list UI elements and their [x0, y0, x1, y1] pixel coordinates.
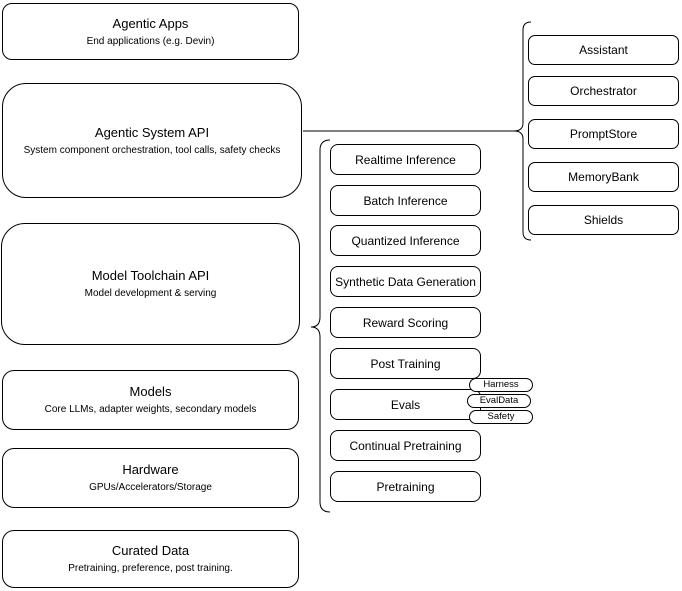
node-label: PromptStore [569, 127, 638, 141]
node-label: Continual Pretraining [349, 438, 462, 453]
node-agentic-apps: Agentic Apps End applications (e.g. Devi… [2, 3, 299, 60]
node-subtitle: GPUs/Accelerators/Storage [89, 482, 212, 493]
toolchain-brace [310, 139, 331, 513]
node-model-toolchain-api: Model Toolchain API Model development & … [1, 223, 300, 345]
node-memorybank: MemoryBank [528, 162, 679, 192]
node-title: Agentic Apps [112, 15, 189, 31]
node-realtime-inference: Realtime Inference [330, 144, 481, 175]
node-curated-data: Curated Data Pretraining, preference, po… [2, 530, 299, 588]
tag-label: Harness [483, 379, 519, 390]
node-evals: Evals [330, 389, 481, 420]
node-title: Models [129, 384, 172, 399]
node-subtitle: Pretraining, preference, post training. [68, 563, 233, 574]
node-label: Assistant [579, 43, 628, 57]
node-continual-pretraining: Continual Pretraining [330, 430, 481, 461]
node-hardware: Hardware GPUs/Accelerators/Storage [2, 448, 299, 508]
node-label: Evals [390, 397, 421, 412]
node-title: Hardware [122, 462, 179, 477]
node-label: Quantized Inference [351, 233, 460, 248]
node-models: Models Core LLMs, adapter weights, secon… [2, 370, 299, 430]
node-assistant: Assistant [528, 35, 679, 65]
node-shields: Shields [528, 205, 679, 235]
node-label: Post Training [370, 356, 441, 371]
node-post-training: Post Training [330, 348, 481, 379]
node-label: Shields [583, 213, 624, 227]
node-label: Realtime Inference [355, 152, 456, 167]
tag-safety: Safety [469, 410, 533, 424]
node-title: Model Toolchain API [91, 268, 210, 283]
node-label: Reward Scoring [362, 315, 449, 330]
node-synthetic-data-generation: Synthetic Data Generation [330, 266, 481, 297]
node-quantized-inference: Quantized Inference [330, 225, 481, 256]
node-label: MemoryBank [568, 170, 639, 184]
node-label: Batch Inference [363, 193, 448, 208]
node-subtitle: Core LLMs, adapter weights, secondary mo… [44, 404, 257, 415]
tag-label: EvalData [479, 395, 519, 406]
node-subtitle: System component orchestration, tool cal… [23, 144, 281, 156]
node-promptstore: PromptStore [528, 119, 679, 149]
node-orchestrator: Orchestrator [528, 76, 679, 106]
tag-harness: Harness [469, 378, 533, 392]
node-title: Agentic System API [94, 124, 210, 140]
tag-label: Safety [487, 411, 515, 422]
tag-evaldata: EvalData [467, 394, 531, 408]
node-label: Orchestrator [570, 84, 637, 98]
node-pretraining: Pretraining [330, 471, 481, 502]
node-batch-inference: Batch Inference [330, 185, 481, 216]
node-label: Pretraining [376, 479, 435, 494]
node-label: Synthetic Data Generation [335, 274, 476, 289]
node-reward-scoring: Reward Scoring [330, 307, 481, 338]
node-title: Curated Data [111, 543, 190, 558]
node-subtitle: Model development & serving [84, 288, 217, 299]
node-agentic-system-api: Agentic System API System component orch… [2, 83, 302, 198]
node-subtitle: End applications (e.g. Devin) [86, 35, 215, 47]
